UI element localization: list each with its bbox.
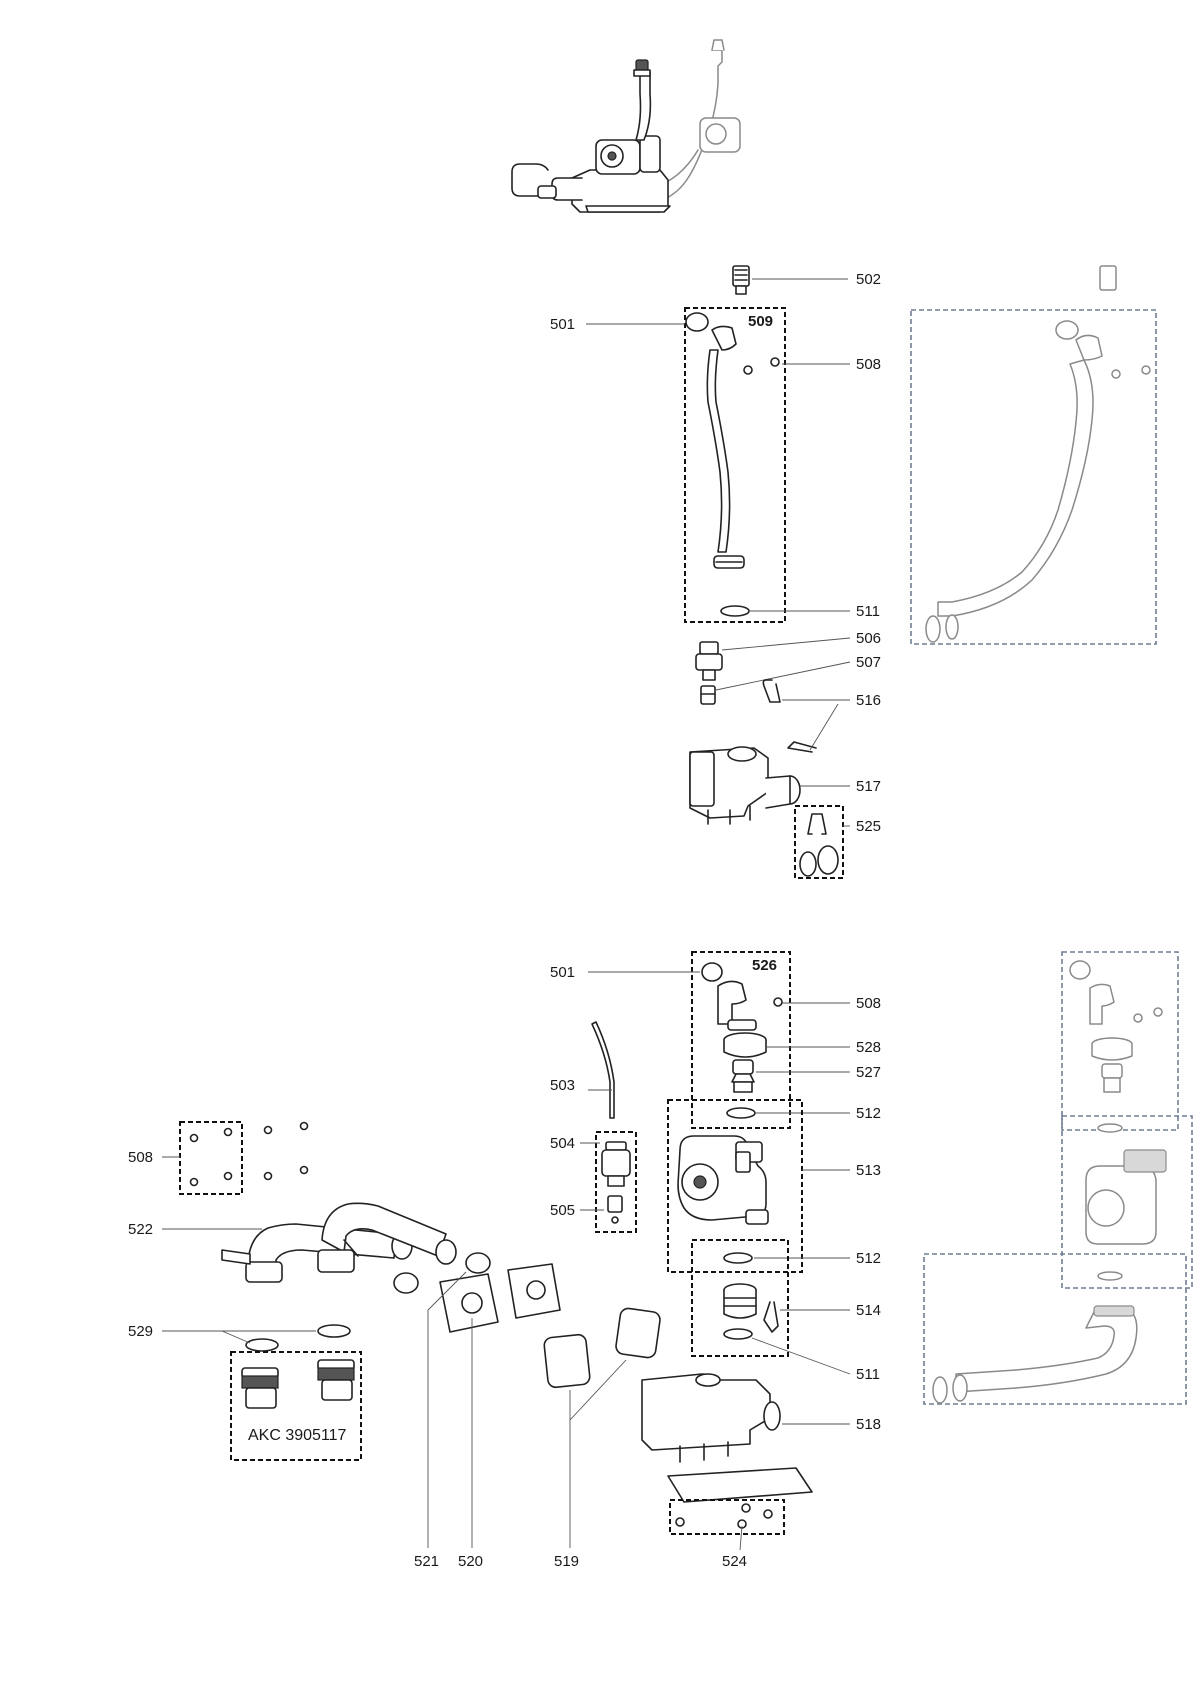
washers-529 — [245, 1324, 351, 1352]
label-520: 520 — [458, 1553, 483, 1570]
adapters-akc — [241, 1359, 355, 1409]
label-522: 522 — [128, 1221, 153, 1238]
label-508-left: 508 — [128, 1149, 153, 1166]
label-511-bottom: 511 — [856, 1366, 880, 1383]
clips-516 — [762, 679, 817, 753]
label-516: 516 — [856, 692, 881, 709]
kit-box-514 — [691, 1239, 789, 1357]
label-527: 527 — [856, 1064, 881, 1081]
o-ring-501-bottom — [701, 962, 723, 982]
middle-section: 502 509 501 508 511 506 — [550, 265, 1157, 879]
label-528: 528 — [856, 1039, 881, 1056]
label-525: 525 — [856, 818, 881, 835]
hydraulic-block-517 — [689, 746, 801, 825]
reference-pipe-grey-bottom — [923, 1253, 1187, 1405]
label-521: 521 — [414, 1553, 439, 1570]
label-529: 529 — [128, 1323, 153, 1340]
label-514: 514 — [856, 1302, 881, 1319]
kit-box-513 — [667, 1099, 803, 1273]
o-ring-511 — [720, 605, 750, 617]
label-505: 505 — [550, 1202, 575, 1219]
pressure-relief-504 — [601, 1141, 631, 1187]
o-ring-501 — [685, 312, 709, 332]
reference-pump-grey — [1061, 1115, 1193, 1289]
label-501-bottom: 501 — [550, 964, 575, 981]
label-512-top: 512 — [856, 1105, 881, 1122]
label-518: 518 — [856, 1416, 881, 1433]
valve-527 — [731, 1059, 755, 1093]
plates-520 — [439, 1263, 561, 1333]
connector-514 — [723, 1283, 779, 1333]
kit-box-524 — [669, 1499, 785, 1535]
kit-box-525 — [794, 805, 844, 879]
reference-kit-grey-526 — [1061, 951, 1179, 1131]
label-503: 503 — [550, 1077, 575, 1094]
label-524: 524 — [722, 1553, 747, 1570]
kit-box-akc — [230, 1351, 362, 1461]
label-506: 506 — [856, 630, 881, 647]
label-512-bottom: 512 — [856, 1250, 881, 1267]
label-akc: AKC 3905117 — [248, 1427, 347, 1444]
kit-box-504-505 — [595, 1131, 637, 1233]
screws-508-left — [189, 1121, 309, 1187]
label-507: 507 — [856, 654, 881, 671]
gaskets-519 — [543, 1307, 661, 1389]
label-519: 519 — [554, 1553, 579, 1570]
pump-513 — [677, 1135, 769, 1225]
screws-508 — [743, 357, 780, 375]
air-vent-502 — [732, 265, 750, 295]
label-504: 504 — [550, 1135, 575, 1152]
nut-528 — [723, 1032, 767, 1058]
o-rings-521 — [393, 1252, 491, 1294]
sensor-507 — [700, 685, 716, 705]
label-511-middle: 511 — [856, 603, 880, 620]
kit-box-509 — [684, 307, 786, 623]
kit-box-526 — [691, 951, 791, 1129]
label-517: 517 — [856, 778, 881, 795]
label-502: 502 — [856, 271, 881, 288]
fitting-505 — [607, 1195, 623, 1224]
flow-pipe-509 — [706, 325, 745, 569]
bottom-section: 526 501 508 528 527 512 503 — [128, 951, 1193, 1570]
label-508-middle: 508 — [856, 356, 881, 373]
kit-box-508-left — [179, 1121, 243, 1195]
pipes-522 — [221, 1202, 457, 1283]
overview-assembly — [511, 39, 741, 213]
reference-pipe-grey-top — [910, 265, 1157, 645]
tube-503 — [591, 1021, 615, 1119]
gasket-plate — [667, 1467, 813, 1503]
label-513: 513 — [856, 1162, 881, 1179]
label-501-top: 501 — [550, 316, 575, 333]
label-509: 509 — [748, 313, 773, 330]
label-526: 526 — [752, 957, 777, 974]
label-508-bottom: 508 — [856, 995, 881, 1012]
hydraulic-block-518 — [641, 1373, 781, 1463]
sensor-506 — [695, 641, 723, 681]
